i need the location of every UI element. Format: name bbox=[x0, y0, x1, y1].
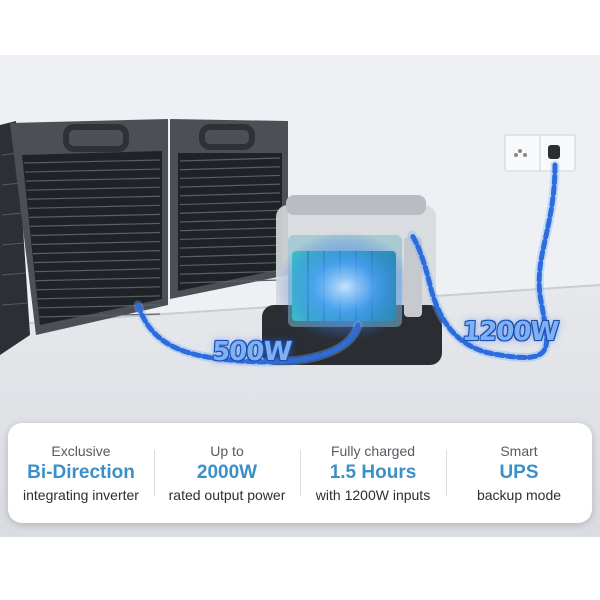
feature-post-text: rated output power bbox=[168, 487, 286, 503]
feature-pre-text: Fully charged bbox=[330, 443, 416, 459]
feature-bi-direction: Exclusive Bi-Direction integrating inver… bbox=[8, 442, 154, 504]
feature-pre-text: Smart bbox=[500, 443, 538, 459]
feature-pre-text: Exclusive bbox=[51, 443, 111, 459]
feature-post-text: integrating inverter bbox=[23, 487, 139, 503]
solar-panel-right bbox=[170, 119, 288, 299]
feature-pre-text: Up to bbox=[210, 443, 244, 459]
scene-illustration bbox=[0, 55, 600, 537]
feature-highlight: 2000W bbox=[196, 462, 258, 483]
grid-power-label: 1200W bbox=[460, 317, 560, 347]
grid-cable bbox=[407, 160, 560, 362]
solar-panel-middle bbox=[10, 119, 168, 335]
solar-power-label: 500W bbox=[210, 337, 293, 367]
wall-outlet bbox=[504, 134, 576, 172]
feature-post-text: with 1200W inputs bbox=[315, 487, 431, 503]
feature-output-power: Up to 2000W rated output power bbox=[154, 442, 300, 504]
feature-post-text: backup mode bbox=[476, 487, 562, 503]
product-scene: 500W 1200W bbox=[0, 55, 600, 537]
feature-charge-time: Fully charged 1.5 Hours with 1200W input… bbox=[300, 442, 446, 504]
feature-highlight: UPS bbox=[499, 462, 539, 483]
feature-card: Exclusive Bi-Direction integrating inver… bbox=[8, 423, 592, 523]
feature-highlight: 1.5 Hours bbox=[329, 462, 417, 483]
feature-highlight: Bi-Direction bbox=[27, 462, 135, 483]
solar-cable bbox=[133, 300, 363, 367]
feature-ups: Smart UPS backup mode bbox=[446, 442, 592, 504]
solar-panel-left bbox=[0, 121, 30, 355]
